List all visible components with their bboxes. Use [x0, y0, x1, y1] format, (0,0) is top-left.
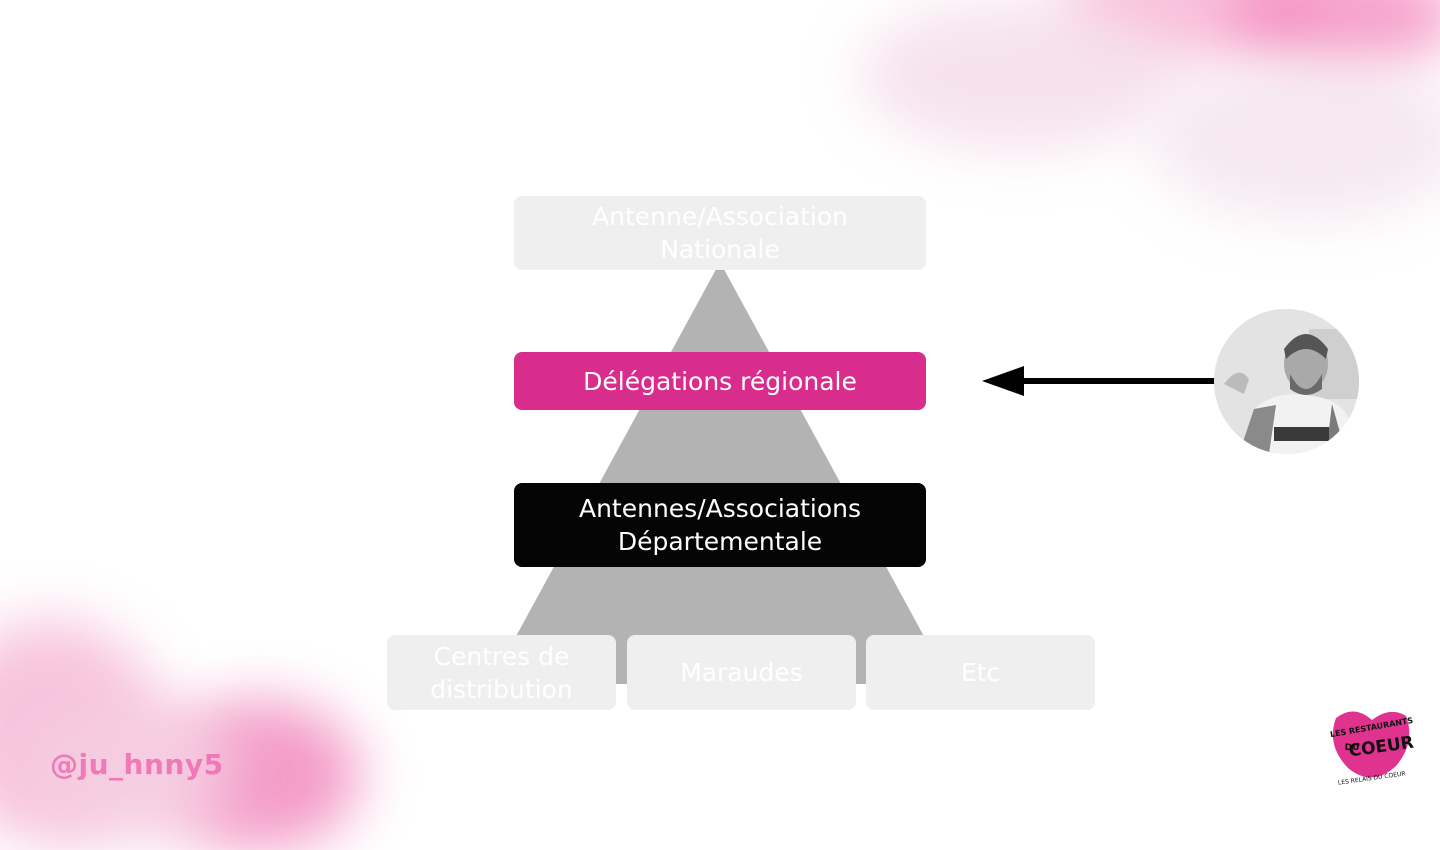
regional-box-label: Délégations régionale	[583, 366, 857, 396]
person-icon	[1214, 309, 1359, 454]
maraudes-box: Maraudes	[627, 635, 856, 710]
centres-box-label: Centres de distribution	[430, 641, 573, 704]
presenter-handle: @ju_hnny5	[50, 748, 224, 781]
arrow-left-icon	[982, 366, 1220, 396]
national-box-label: Antenne/Association Nationale	[592, 202, 848, 264]
restos-du-coeur-logo: LES RESTAURANTS DU COEUR LES RELAIS DU C…	[1329, 711, 1415, 787]
regional-box: Délégations régionale	[514, 352, 926, 410]
centres-box: Centres de distribution	[387, 635, 616, 710]
etc-box: Etc	[866, 635, 1095, 710]
pyramid-shape	[490, 262, 950, 684]
slide: Antenne/Association Nationale Délégation…	[50, 196, 1415, 787]
departemental-box-label: Antennes/Associations Départementale	[578, 494, 862, 556]
maraudes-box-label: Maraudes	[680, 658, 803, 687]
departemental-box: Antennes/Associations Départementale	[514, 483, 926, 567]
national-box: Antenne/Association Nationale	[514, 196, 926, 270]
etc-box-label: Etc	[960, 658, 1001, 687]
logo-line2: DU	[1345, 743, 1360, 753]
presenter-avatar	[1214, 309, 1359, 454]
